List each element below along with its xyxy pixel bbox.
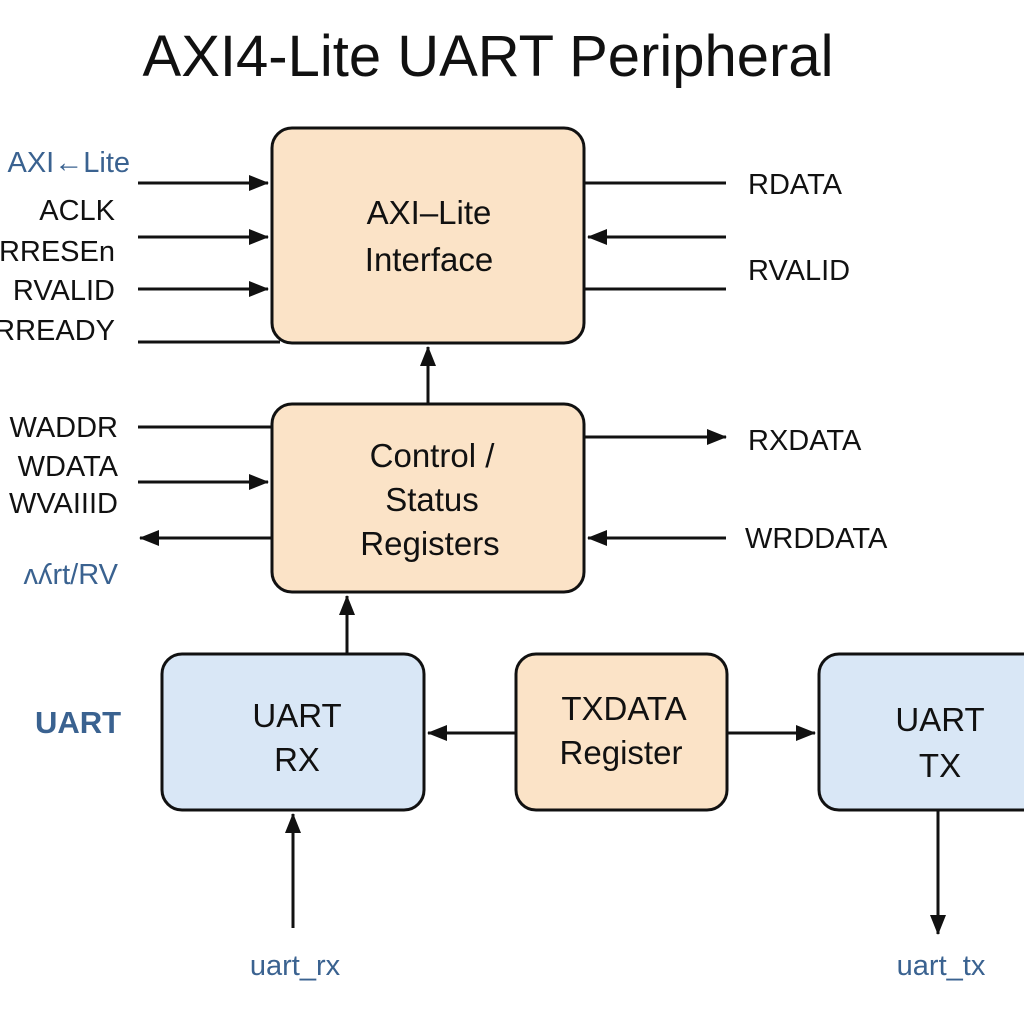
rxdata-label: RXDATA	[748, 425, 862, 457]
rvalid-right-label: RVALID	[748, 255, 850, 287]
axi-lite-group-label: AXI←Lite	[8, 147, 131, 179]
wrddata-label: WRDDATA	[745, 523, 888, 555]
irq-label: ʌʎrt/RV	[23, 559, 118, 591]
aclk-label: ACLK	[39, 195, 115, 227]
txdata-register-label-2: Register	[560, 734, 683, 771]
aresetn-label: RRESEn	[0, 236, 115, 268]
txdata-register-label-1: TXDATA	[561, 690, 686, 727]
uart-rx-pin-label: uart_rx	[250, 950, 341, 982]
uart-rx-label-2: RX	[274, 741, 320, 778]
axi-lite-interface-label-1: AXI–Lite	[367, 194, 492, 231]
uart-tx-pin-label: uart_tx	[897, 950, 986, 982]
axi-lite-interface-label-2: Interface	[365, 241, 493, 278]
wdata-label: WDATA	[18, 451, 119, 483]
uart-tx-label-2: TX	[919, 747, 961, 784]
uart-rx-label-1: UART	[252, 697, 341, 734]
uart-section-label: UART	[35, 705, 121, 740]
control-status-label-3: Registers	[360, 525, 499, 562]
uart-rx-box	[160, 652, 426, 812]
axi-lite-interface-box	[270, 126, 586, 345]
diagram-title: AXI4-Lite UART Peripheral	[143, 24, 834, 89]
rvalid-left-label: RVALID	[13, 275, 115, 307]
uart-tx-label-1: UART	[895, 701, 984, 738]
rdata-label: RDATA	[748, 169, 843, 201]
control-status-label-2: Status	[385, 481, 479, 518]
control-status-label-1: Control /	[370, 437, 496, 474]
txdata-register-box	[514, 652, 729, 812]
rready-label: RREADY	[0, 315, 115, 347]
wvalid-label: WVAIIID	[9, 488, 118, 520]
waddr-label: WADDR	[10, 412, 118, 444]
